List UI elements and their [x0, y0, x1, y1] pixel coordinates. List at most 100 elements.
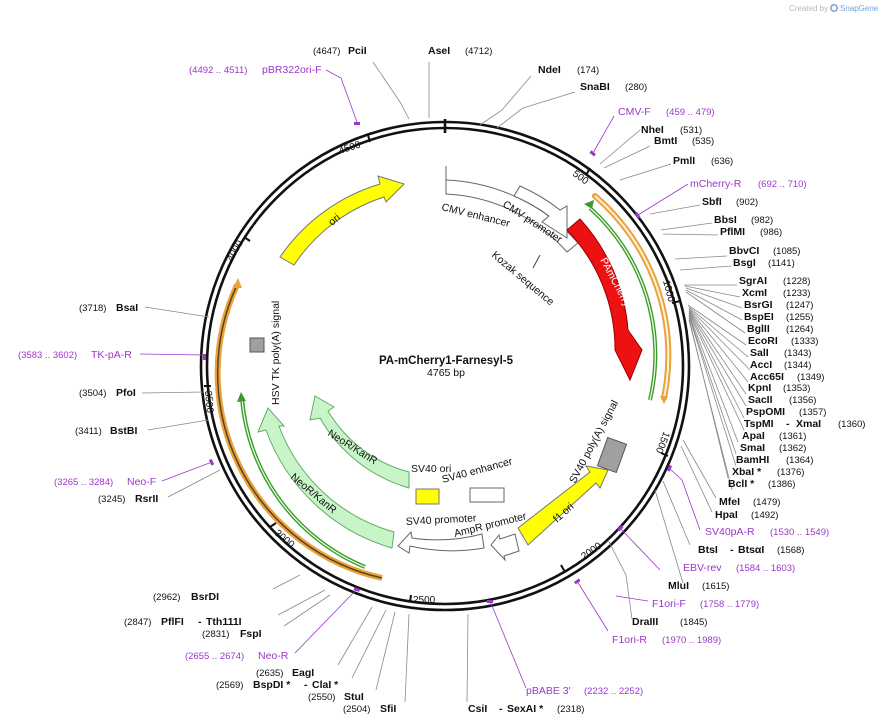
f1-ori-shape — [517, 465, 609, 546]
primer-pos: (1970 .. 1989) — [662, 635, 721, 646]
sv40-promoter-shape-1 — [397, 530, 485, 554]
primer-pos: (459 .. 479) — [666, 107, 715, 118]
site-pos: (636) — [711, 156, 733, 167]
site-pos: (902) — [736, 197, 758, 208]
orf-orange-left-core — [216, 284, 383, 579]
site-name: BbvCI — [729, 245, 759, 257]
orf-green-right-head — [584, 200, 594, 209]
site-name: FspI — [240, 628, 262, 640]
sv40-polya-shape — [596, 436, 628, 474]
primer-pos: (3265 .. 3284) — [54, 477, 113, 488]
ori-shape — [279, 175, 405, 266]
site-name: PflFI — [161, 616, 184, 628]
site-pos: (1845) — [680, 617, 707, 628]
snapgene-logo-icon — [830, 4, 838, 12]
site-name: SgrAI — [739, 275, 767, 287]
primer-pos: (4492 .. 4511) — [189, 65, 247, 76]
site-name: EcoRI — [748, 335, 778, 347]
hsv-tk-shape — [249, 337, 265, 353]
site-name: StuI — [344, 691, 364, 703]
site-name: KpnI — [748, 382, 771, 394]
site-name: CsiI — [468, 703, 487, 715]
orf-orange-left-head — [233, 278, 242, 288]
site-pos: (1349) — [797, 372, 824, 383]
site-pos: (2831) — [202, 629, 229, 640]
site-name: MluI — [668, 580, 689, 592]
site-name2: SexAI * — [507, 703, 544, 715]
primer-name: CMV-F — [618, 106, 651, 118]
site-name: BsgI — [733, 257, 756, 269]
site-pos: (3411) — [75, 426, 102, 437]
site-pos: (4647) — [313, 46, 340, 57]
site-pos: (1357) — [799, 407, 826, 418]
site-pos: (1233) — [783, 288, 810, 299]
site-pos: (535) — [692, 136, 714, 147]
site-pos: (1360) — [838, 419, 865, 430]
site-name: XbaI * — [732, 466, 762, 478]
site-name: AccI — [750, 359, 772, 371]
site-pos: (1264) — [786, 324, 813, 335]
site-pos: (531) — [680, 125, 702, 136]
site-name2: ClaI * — [312, 679, 339, 691]
site-name: SfiI — [380, 703, 396, 715]
site-pos: (1356) — [789, 395, 816, 406]
site-pos: (2569) — [216, 680, 243, 691]
site-pos: (1085) — [773, 246, 800, 257]
site-pos: (1344) — [784, 360, 811, 371]
site-name: EagI — [292, 667, 314, 679]
site-name: SmaI — [740, 442, 765, 454]
site-name: RsrII — [135, 493, 158, 505]
enzyme-leaders — [141, 61, 751, 703]
site-pos: (174) — [577, 65, 599, 76]
primer-pos: (2232 .. 2252) — [584, 686, 643, 697]
site-pos: (280) — [625, 82, 647, 93]
primer-pos: (1530 .. 1549) — [770, 527, 829, 538]
site-name2: BtsαI — [738, 544, 764, 556]
site-name: PflMI — [720, 226, 745, 238]
site-name: NdeI — [538, 64, 561, 76]
site-pos: (1353) — [783, 383, 810, 394]
site-name: TspMI — [744, 418, 774, 430]
site-pos: (1615) — [702, 581, 729, 592]
site-name: BspDI * — [253, 679, 291, 691]
site-pos: (1228) — [783, 276, 810, 287]
site-pos: (1255) — [786, 312, 813, 323]
site-pos: (1492) — [751, 510, 778, 521]
site-name: PfoI — [116, 387, 136, 399]
primer-name: F1ori-R — [612, 634, 647, 646]
site-pos: (1362) — [779, 443, 806, 454]
site-pos: (2962) — [153, 592, 180, 603]
site-name: BglII — [747, 323, 770, 335]
orf-green-left-core — [241, 397, 366, 568]
neor-label-2: NeoR/KanR — [288, 471, 339, 516]
site-name: BclI * — [728, 478, 755, 490]
primer-pos: (2655 .. 2674) — [185, 651, 244, 662]
site-name: PciI — [348, 45, 367, 57]
credit-prefix: Created by — [789, 4, 828, 13]
credit-brand: SnapGene — [840, 4, 879, 13]
site-name: BtsI — [698, 544, 718, 556]
site-pos: (2550) — [308, 692, 335, 703]
primer-name: pBR322ori-F — [262, 64, 322, 76]
neor-shape-1 — [309, 395, 410, 489]
hsv-tk-label: HSV TK poly(A) signal — [270, 301, 282, 405]
tick-2000: 2000 — [579, 540, 604, 562]
site-name: BsrGI — [744, 299, 773, 311]
site-pos: (2504) — [343, 704, 370, 715]
site-name: BamHI — [736, 454, 769, 466]
sv40-ori-shape — [415, 488, 440, 505]
site-sep: - — [786, 418, 790, 430]
site-sep: - — [198, 616, 202, 628]
site-name: BbsI — [714, 214, 737, 226]
primer-name: TK-pA-R — [91, 349, 132, 361]
site-name: PmlI — [673, 155, 695, 167]
plasmid-name: PA-mCherry1-Farnesyl-5 — [379, 355, 514, 367]
site-name: PspOMI — [746, 406, 785, 418]
site-name: AseI — [428, 45, 450, 57]
site-pos: (2318) — [557, 704, 584, 715]
site-name: BspEI — [744, 311, 774, 323]
site-pos: (1333) — [791, 336, 818, 347]
ampr-promoter-shape — [490, 533, 520, 562]
site-pos: (1141) — [768, 258, 795, 269]
